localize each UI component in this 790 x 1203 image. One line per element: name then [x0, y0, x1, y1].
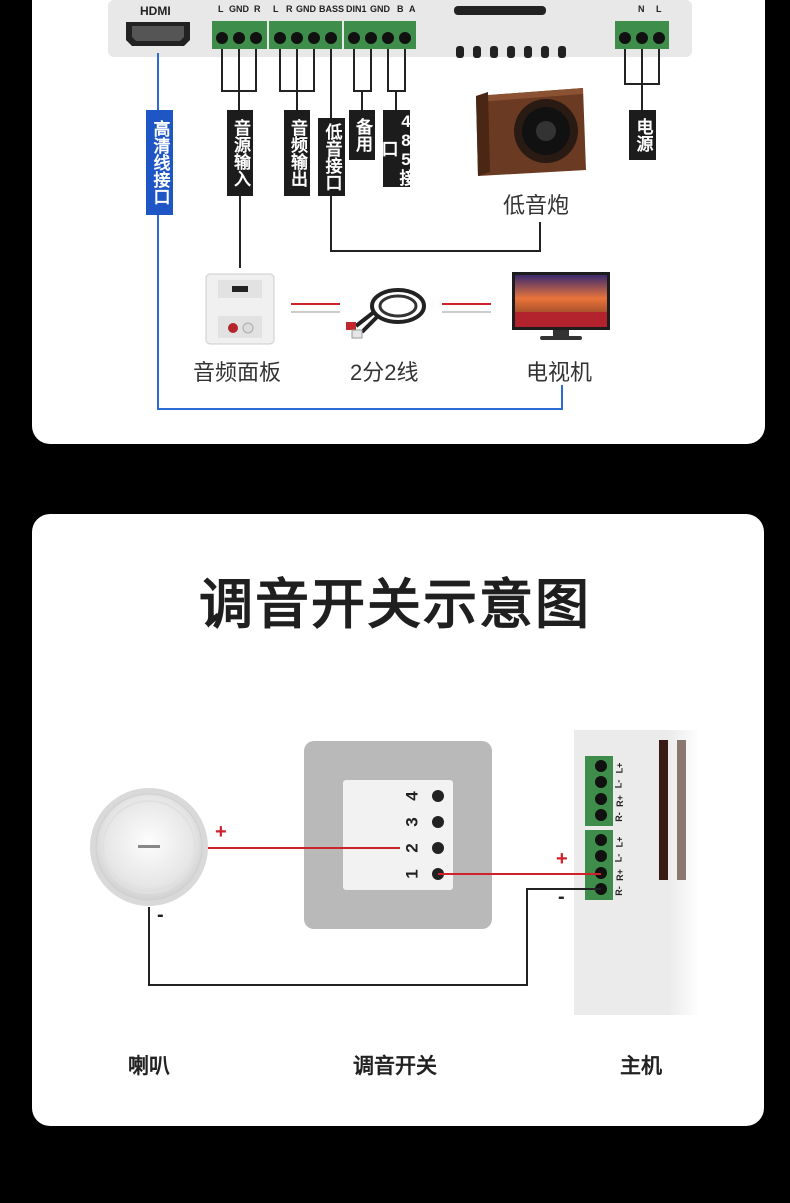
terminal-block-audio-out [269, 21, 342, 49]
caption-host: 主机 [620, 1055, 662, 1078]
hdmi-label: HDMI [140, 4, 171, 18]
terminal-label-l2: L [273, 4, 279, 14]
terminal-block-audio-in [212, 21, 267, 49]
terminal-block-power [615, 21, 669, 49]
switch-pin-1: 1 [402, 869, 422, 879]
terminal-label-l3: L [656, 4, 662, 14]
terminal-label-r2: R [286, 4, 293, 14]
terminal-label-gnd2: GND [296, 4, 316, 14]
caption-switch: 调音开关 [353, 1055, 437, 1078]
callout-bass-port: 低音接口 [318, 118, 345, 196]
ground-wire [148, 888, 601, 986]
callout-audio-in: 音源输入 [227, 110, 253, 196]
terminal-label-bass: BASS [319, 4, 345, 14]
host-terminal-labels-upper: R- R+ L- L+ [613, 762, 625, 822]
switch-pin-4: 4 [402, 791, 422, 801]
tv-image [512, 272, 610, 340]
terminal-label-l: L [218, 4, 224, 14]
caption-speaker: 喇叭 [128, 1055, 170, 1078]
host-display-slot [454, 6, 546, 15]
host-vents [456, 46, 566, 58]
host-unit-side-image [574, 730, 700, 1015]
switch-pin-2: 2 [402, 843, 422, 853]
callout-audio-out: 音频输出 [284, 110, 310, 196]
callout-hdmi-port: 高清线接口 [146, 110, 173, 215]
callout-spare: 备用 [349, 110, 375, 160]
page-title: 调音开关示意图 [199, 575, 591, 635]
caption-subwoofer: 低音炮 [503, 193, 570, 218]
volume-switch-image [304, 741, 492, 929]
terminal-label-b: B [397, 4, 404, 14]
host-terminal-labels-lower: R- R+ L- L+ [613, 836, 625, 896]
terminal-label-gnd: GND [229, 4, 249, 14]
terminal-label-din1: DIN1 [346, 4, 367, 14]
hdmi-cable-wire [157, 53, 563, 410]
rca-cable-image [346, 288, 426, 339]
terminal-label-gnd3: GND [370, 4, 390, 14]
terminal-label-n: N [638, 4, 645, 14]
subwoofer-image [476, 88, 586, 176]
rca-connection-lines [291, 303, 491, 313]
terminal-label-a: A [409, 4, 416, 14]
terminal-label-r: R [254, 4, 261, 14]
terminal-block-din-485 [344, 21, 416, 49]
switch-pin-3: 3 [402, 817, 422, 827]
audio-panel-image [205, 273, 275, 345]
host-minus-sign: - [558, 886, 565, 908]
ceiling-speaker-image [90, 788, 208, 906]
speaker-minus-sign: - [157, 904, 164, 926]
caption-tv: 电视机 [526, 360, 593, 385]
host-plus-sign: + [556, 848, 568, 870]
callout-power: 电源 [629, 110, 656, 160]
caption-cable: 2分2线 [350, 360, 419, 385]
terminal-wires [221, 49, 660, 268]
speaker-plus-sign: + [215, 821, 227, 843]
caption-audio-panel: 音频面板 [193, 360, 282, 385]
